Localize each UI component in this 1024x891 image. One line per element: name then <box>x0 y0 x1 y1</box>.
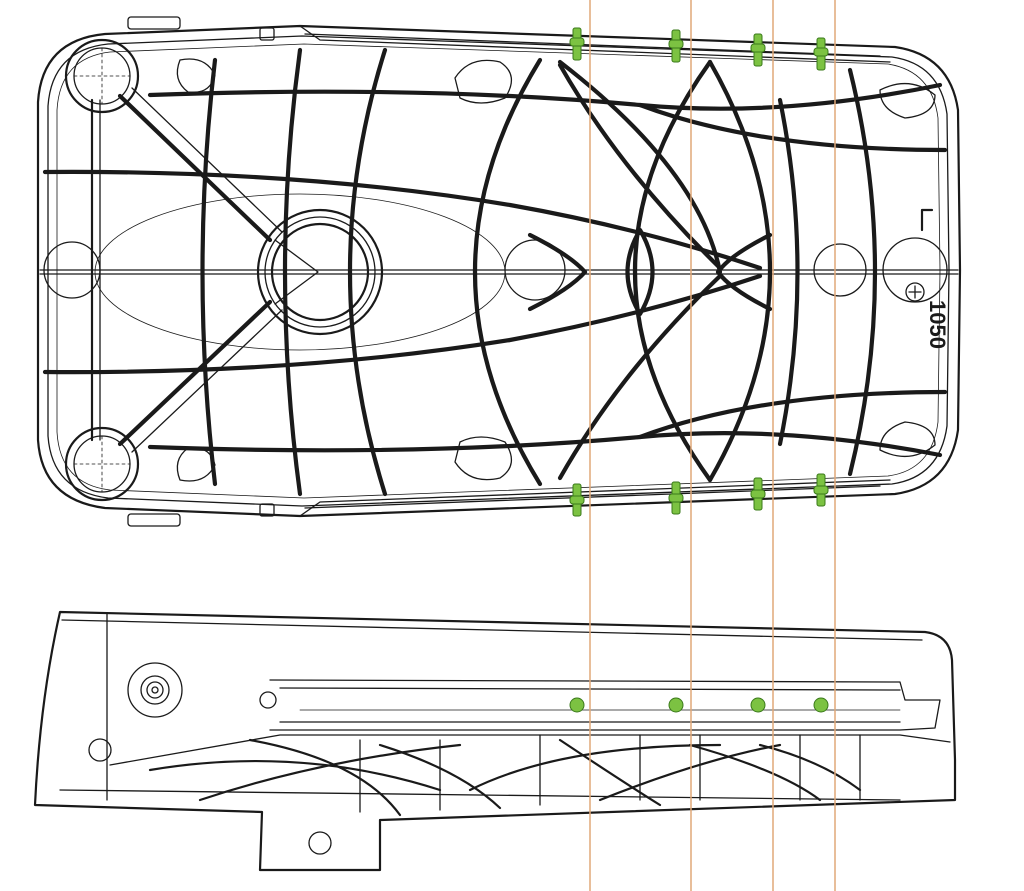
corner-boss-bottom <box>64 426 140 502</box>
central-boss <box>256 208 384 336</box>
plus-circle-icon <box>905 282 925 302</box>
bottom-pin-3 <box>750 477 766 511</box>
side-rib-webbing <box>148 734 862 817</box>
top-view: 1050 <box>36 16 962 527</box>
housing-inner-outline-2 <box>56 43 941 499</box>
side-pin-1 <box>569 697 585 713</box>
side-pin-3 <box>750 697 766 713</box>
alignment-pins <box>569 27 829 713</box>
part-marking-text: 1050 <box>925 300 950 349</box>
nose-loop-mid <box>625 227 655 317</box>
top-rail <box>299 25 891 63</box>
top-pin-2 <box>668 29 684 63</box>
side-bottom-hole <box>308 831 332 855</box>
diagonal-rib-bottom <box>117 299 273 447</box>
top-rail-2 <box>304 33 881 57</box>
guide-lines <box>589 0 836 891</box>
rail-end-cap <box>259 691 277 709</box>
top-mid-tab <box>259 27 275 41</box>
transverse-ribs <box>200 47 878 497</box>
mounting-holes <box>43 58 948 482</box>
top-pin-3 <box>750 33 766 67</box>
corner-boss-top <box>64 38 140 114</box>
bottom-pin-1 <box>569 483 585 517</box>
slide-rail <box>269 679 941 731</box>
top-left-tab <box>127 16 181 30</box>
side-boss <box>127 662 183 718</box>
flag-mark <box>920 208 934 232</box>
housing-outer-outline <box>36 24 962 518</box>
diagonal-rib-top <box>117 93 273 243</box>
inner-oval <box>94 193 506 351</box>
side-view <box>33 610 957 872</box>
side-small-hole <box>88 738 112 762</box>
side-pin-4 <box>813 697 829 713</box>
bottom-left-tab <box>127 513 181 527</box>
top-pin-4 <box>813 37 829 71</box>
plus-circle-icon-cross <box>908 285 922 299</box>
longitudinal-ribs <box>42 62 948 481</box>
bottom-pin-2 <box>668 481 684 515</box>
bottom-rail-2 <box>304 485 881 509</box>
bottom-pin-4 <box>813 473 829 507</box>
top-pin-1 <box>569 27 585 61</box>
side-top-edge <box>61 619 923 641</box>
bottom-rail <box>299 479 891 517</box>
nose-loop-left <box>527 232 588 312</box>
side-pin-2 <box>668 697 684 713</box>
side-base-bottom <box>59 789 901 801</box>
bottom-mid-tab <box>259 503 275 517</box>
side-outline <box>33 610 957 872</box>
nose-loop-right <box>715 232 773 312</box>
